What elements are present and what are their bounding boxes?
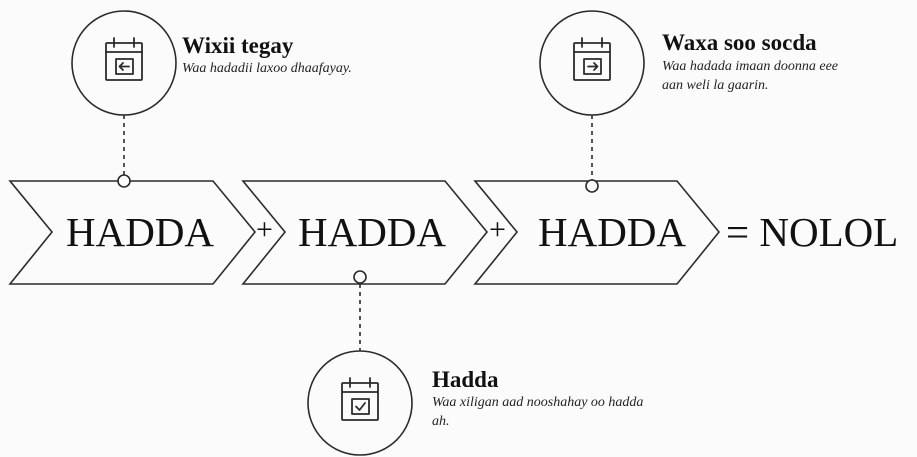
- icon-circle-past: [71, 10, 177, 116]
- chevron-step-1: [8, 180, 257, 285]
- calendar-check-icon: [341, 377, 379, 421]
- callout-past-description: Waa hadadii laxoo dhaafayay.: [182, 61, 352, 76]
- callout-future-description: Waa hadada imaan doonna eee aan weli la …: [662, 59, 839, 93]
- step-2-label: HADDA: [298, 209, 447, 255]
- callout-past-title: Wixii tegay: [182, 33, 294, 58]
- node-future: [585, 179, 599, 193]
- icon-circle-present: [307, 350, 413, 456]
- plus-sign-1: +: [256, 213, 273, 246]
- callout-present-title: Hadda: [432, 367, 499, 392]
- result-label: = NOLOL: [726, 209, 899, 255]
- step-3-label: HADDA: [538, 209, 687, 255]
- chevron-step-2: [241, 180, 489, 285]
- node-present: [353, 270, 367, 284]
- step-1-label: HADDA: [66, 209, 215, 255]
- calendar-arrow-right-icon: [573, 37, 611, 81]
- callout-future-title: Waxa soo socda: [662, 30, 817, 55]
- node-past: [117, 174, 131, 188]
- callout-present-description: Waa xiligan aad nooshahay oo hadda ah.: [432, 395, 644, 429]
- chevron-step-3: [473, 180, 721, 285]
- plus-sign-2: +: [489, 213, 506, 246]
- icon-circle-future: [539, 10, 645, 116]
- calendar-arrow-left-icon: [105, 37, 143, 81]
